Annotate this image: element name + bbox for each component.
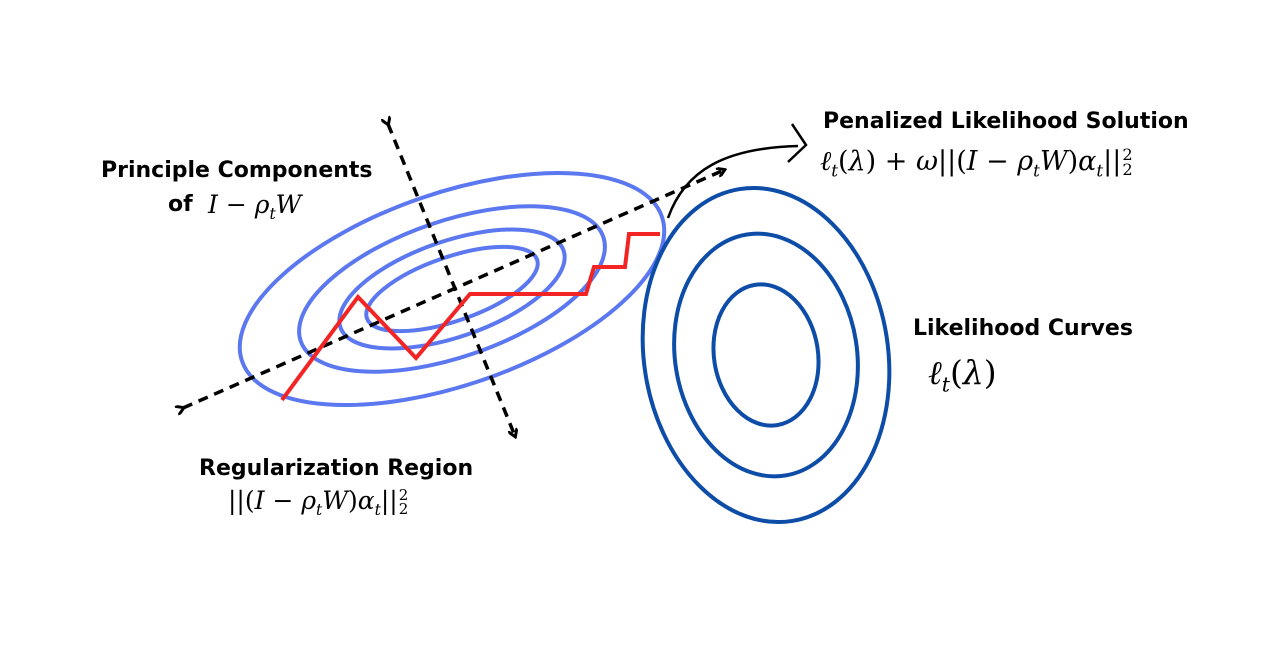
regularization-region-title: Regularization Region bbox=[199, 456, 474, 481]
likelihood-contour-inner bbox=[711, 282, 821, 428]
solution-pointer-arrow bbox=[666, 144, 799, 219]
likelihood-curves-formula: ℓt(λ) bbox=[928, 353, 997, 397]
principle-components-of: of bbox=[168, 192, 193, 217]
principal-component-axes bbox=[183, 124, 724, 436]
solution-pointer-arrowhead bbox=[787, 123, 808, 163]
principal-axis-minor bbox=[388, 124, 515, 436]
penalized-solution-title: Penalized Likelihood Solution bbox=[823, 109, 1189, 134]
likelihood-curves-title: Likelihood Curves bbox=[913, 316, 1133, 341]
likelihood-contour-middle bbox=[672, 231, 860, 479]
optimization-path bbox=[280, 232, 660, 402]
principle-components-formula: I − ρtW bbox=[208, 190, 302, 223]
principle-components-title: Principle Components bbox=[101, 158, 373, 183]
